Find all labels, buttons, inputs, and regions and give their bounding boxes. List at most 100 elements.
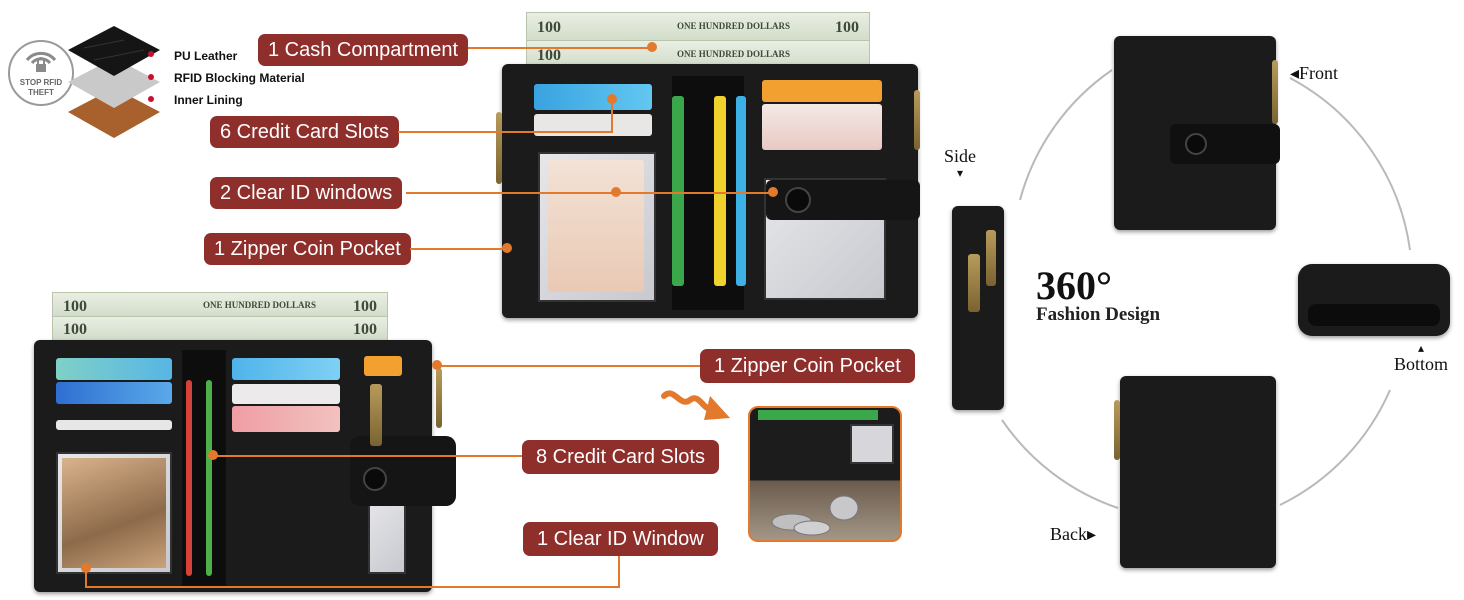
- callout-line: [406, 192, 770, 194]
- arrow-down-icon: ▾: [956, 166, 964, 180]
- card-cyan: [736, 96, 746, 286]
- wifi-lock-icon: [25, 51, 57, 72]
- card-yellow: [714, 96, 726, 286]
- callout-line: [398, 131, 612, 133]
- zipper-pull: [986, 230, 996, 286]
- callout-dot: [208, 450, 218, 460]
- id-window-left: [538, 152, 656, 302]
- coins-icon: [771, 495, 859, 536]
- photo-window: [56, 452, 172, 574]
- bill-denomination: 100: [63, 298, 87, 315]
- snap-button-icon: [363, 467, 387, 491]
- card-orange: [762, 80, 882, 102]
- zipper-pull: [1114, 400, 1120, 460]
- view-label-front: ◂Front: [1290, 63, 1339, 83]
- id-window-right: [368, 494, 406, 574]
- bill-banner: ONE HUNDRED DOLLARS: [677, 21, 791, 31]
- bill-denomination: 100: [537, 47, 561, 64]
- card-orange: [364, 356, 402, 376]
- rfid-badge-text-1: STOP RFID: [19, 78, 63, 87]
- snap-button-icon: [785, 187, 811, 213]
- rotation-circle: [1001, 69, 1411, 509]
- cash-bill: 100 100: [52, 316, 388, 344]
- callout-line: [611, 100, 613, 133]
- card-light: [56, 420, 172, 430]
- callout-dot: [502, 243, 512, 253]
- callout-line: [618, 556, 620, 587]
- card-red-edge: [186, 380, 192, 576]
- fashion-design-label: Fashion Design: [1036, 304, 1161, 325]
- card-blue: [534, 84, 652, 110]
- view-label-side: Side ▾: [944, 146, 976, 179]
- callout-zipper-coin-pocket-bottom: 1 Zipper Coin Pocket: [700, 349, 915, 383]
- callout-2-id-windows: 2 Clear ID windows: [210, 177, 403, 209]
- snap-button-icon: [1185, 133, 1207, 155]
- layer-marker-pu: [148, 51, 154, 57]
- zipper-pull: [370, 384, 382, 446]
- bill-banner: ONE HUNDRED DOLLARS: [677, 49, 791, 59]
- card-pink: [232, 406, 340, 432]
- card-light: [534, 114, 652, 136]
- photo: [62, 458, 166, 568]
- card-blue: [56, 382, 172, 404]
- callout-line: [436, 365, 700, 367]
- callout-dot: [768, 187, 778, 197]
- material-layers-illustration: [68, 26, 160, 138]
- zipper-pull: [436, 368, 442, 428]
- layer-marker-rfid: [148, 74, 154, 80]
- card-green-edge: [206, 380, 212, 576]
- callout-dot: [647, 42, 657, 52]
- view-label-side-text: Side: [944, 146, 977, 166]
- id-card: [548, 160, 644, 292]
- layer-label-pu: PU Leather: [174, 49, 238, 63]
- view-label-back-text: Back: [1050, 524, 1087, 544]
- curly-arrow-icon: [661, 390, 730, 420]
- layer-label-lining: Inner Lining: [174, 93, 243, 107]
- bill-denomination-right: 100: [353, 298, 377, 315]
- callout-dot: [432, 360, 442, 370]
- view-label-front-text: Front: [1299, 63, 1339, 83]
- bottom-view-wallet: [1298, 264, 1450, 336]
- bill-denomination: 100: [63, 321, 87, 338]
- view-label-bottom: ▴ Bottom: [1394, 342, 1448, 375]
- zipper-pull: [496, 112, 502, 184]
- callout-cash-compartment: 1 Cash Compartment: [258, 34, 469, 66]
- callout-dot: [81, 563, 91, 573]
- card-teal: [56, 358, 172, 380]
- callout-line: [468, 47, 652, 49]
- card-white: [232, 384, 340, 404]
- callout-dot: [611, 187, 621, 197]
- arrow-up-icon: ▴: [1417, 341, 1425, 355]
- bill-denomination-right: 100: [835, 19, 859, 36]
- callout-line: [85, 568, 87, 588]
- layer-label-rfid: RFID Blocking Material: [174, 71, 305, 85]
- side-view-wallet: [952, 206, 1004, 410]
- layer-marker-lining: [148, 96, 154, 102]
- callout-clear-id-window: 1 Clear ID Window: [523, 522, 718, 556]
- callout-dot: [607, 94, 617, 104]
- zipper-pull: [1272, 60, 1278, 124]
- back-view-wallet: [1114, 376, 1276, 568]
- coin-pocket-window: [850, 424, 894, 464]
- callout-8-card-slots: 8 Credit Card Slots: [522, 440, 719, 474]
- callout-line: [410, 248, 506, 250]
- bill-denomination: 100: [537, 19, 561, 36]
- rfid-badge: STOP RFID THEFT: [8, 40, 74, 106]
- callout-6-card-slots: 6 Credit Card Slots: [210, 116, 399, 148]
- callout-line: [86, 586, 620, 588]
- coin-pocket-detail: [748, 406, 902, 542]
- callout-zipper-coin-pocket-top: 1 Zipper Coin Pocket: [204, 233, 411, 265]
- degrees-label: 360°: [1036, 263, 1112, 308]
- zipper-pull: [914, 90, 920, 150]
- zipper-pull: [968, 254, 980, 312]
- bill-banner: ONE HUNDRED DOLLARS: [203, 300, 317, 310]
- front-view-wallet: [1114, 36, 1280, 230]
- callout-line: [212, 455, 522, 457]
- bill-denomination-right: 100: [353, 321, 377, 338]
- card-pink: [762, 104, 882, 150]
- view-label-bottom-text: Bottom: [1394, 354, 1449, 374]
- coin-pocket-card: [758, 410, 878, 420]
- card-green: [672, 96, 684, 286]
- view-label-back: Back▸: [1050, 524, 1097, 544]
- rfid-badge-text-2: THEFT: [28, 88, 54, 97]
